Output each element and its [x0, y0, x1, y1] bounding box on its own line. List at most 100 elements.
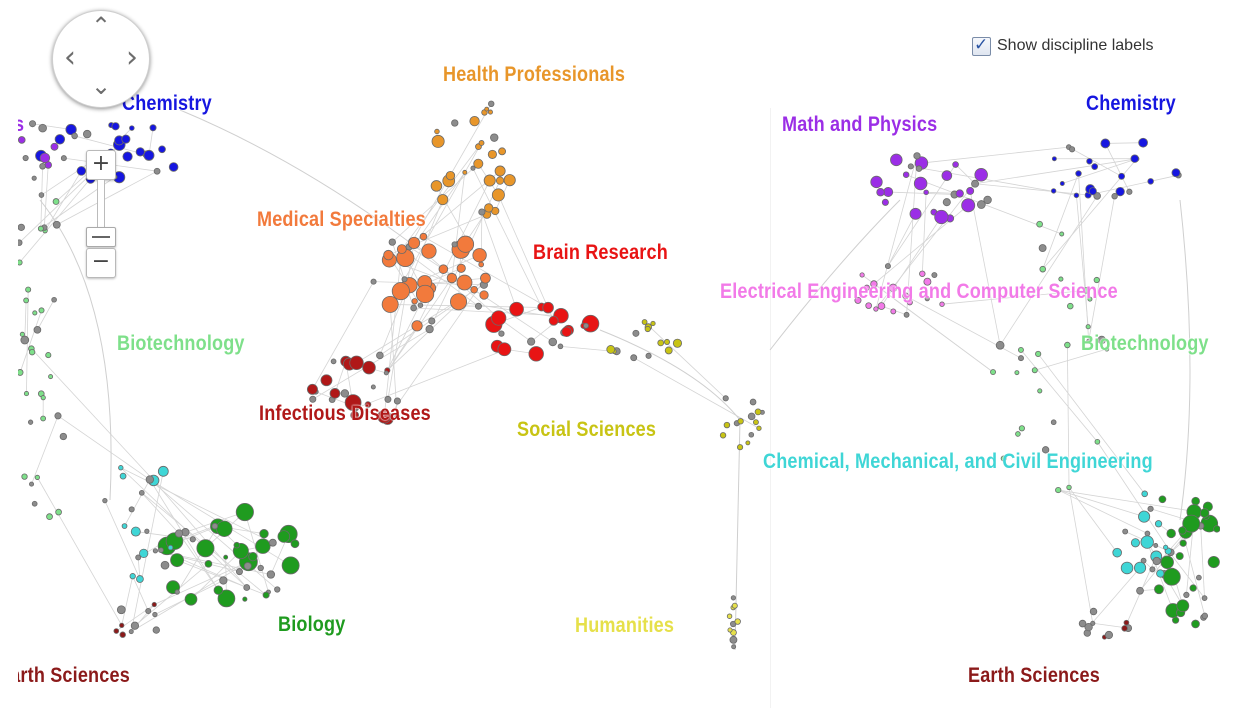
network-node	[111, 122, 120, 131]
network-edge	[1058, 489, 1205, 514]
network-node	[1138, 510, 1151, 523]
network-edge	[1179, 199, 1191, 521]
network-node	[1015, 431, 1021, 437]
network-node	[1078, 619, 1087, 628]
network-node	[1191, 619, 1200, 629]
show-labels-text[interactable]: Show discipline labels	[997, 37, 1154, 54]
network-edge	[389, 304, 398, 417]
network-node	[451, 241, 458, 248]
network-edge	[1068, 487, 1094, 624]
network-edge	[423, 236, 549, 308]
label-chemical-engineering: Chemical, Mechanical, and Civil Engineer…	[763, 450, 1153, 473]
zoom-slider-handle[interactable]	[86, 227, 116, 247]
network-node	[731, 644, 737, 650]
map-clip-left	[0, 0, 18, 710]
network-node	[394, 413, 400, 419]
network-node	[143, 149, 155, 161]
network-node	[1089, 607, 1098, 616]
network-node	[495, 176, 505, 185]
network-node	[548, 337, 558, 347]
network-node	[31, 175, 37, 181]
network-node	[1104, 346, 1110, 352]
network-node	[22, 154, 29, 162]
pan-left-icon[interactable]: ‹	[64, 40, 76, 75]
network-node	[934, 209, 949, 225]
network-node	[370, 384, 376, 390]
network-node	[1083, 287, 1090, 294]
network-node	[189, 536, 196, 543]
network-node	[1163, 567, 1181, 586]
network-edge	[141, 492, 180, 534]
network-node	[396, 244, 407, 255]
network-node	[487, 109, 493, 115]
network-node	[219, 576, 228, 585]
network-node	[158, 145, 166, 154]
zoom-slider-track[interactable]	[97, 180, 105, 230]
network-node	[1152, 556, 1161, 566]
network-node	[1035, 350, 1042, 358]
show-labels-toggle[interactable]: Show discipline labels	[972, 35, 1154, 57]
network-node	[883, 187, 894, 198]
network-node	[383, 249, 394, 261]
network-node	[415, 284, 435, 304]
network-edge	[37, 299, 55, 331]
network-node	[877, 302, 886, 310]
network-node	[320, 374, 333, 387]
network-node	[1144, 530, 1151, 537]
network-node	[498, 147, 507, 156]
network-node	[748, 431, 755, 438]
pan-control[interactable]: ⌃ ⌄ ‹ ›	[52, 10, 150, 108]
network-edge	[154, 561, 249, 605]
network-node	[1039, 265, 1047, 273]
network-edge	[43, 164, 49, 228]
network-edge	[404, 142, 482, 280]
network-node	[919, 270, 926, 277]
network-node	[54, 412, 62, 420]
pan-down-icon[interactable]: ⌄	[90, 72, 112, 100]
science-map-canvas[interactable]	[18, 108, 1220, 708]
network-edge	[1034, 348, 1107, 371]
network-node	[747, 412, 756, 421]
network-node	[119, 472, 127, 480]
network-node	[1147, 505, 1154, 512]
network-edge	[905, 295, 1022, 359]
network-node	[425, 325, 434, 334]
network-edge	[999, 195, 1098, 346]
network-node	[527, 337, 536, 346]
network-node	[881, 198, 889, 206]
label-math-physics-left-fragment: s	[14, 113, 25, 136]
network-node	[1086, 158, 1093, 165]
network-node	[1094, 438, 1101, 445]
pan-up-icon[interactable]: ⌃	[90, 12, 112, 40]
network-node	[873, 306, 879, 312]
network-edge	[179, 109, 421, 251]
zoom-in-button[interactable]: +	[86, 150, 116, 180]
show-labels-checkbox[interactable]	[972, 35, 991, 56]
network-node	[971, 179, 980, 188]
network-node	[1178, 526, 1187, 535]
network-node	[664, 346, 673, 355]
network-node	[941, 170, 953, 181]
network-node	[906, 299, 913, 306]
network-node	[1031, 367, 1038, 374]
network-node	[144, 528, 150, 534]
network-node	[174, 589, 180, 595]
network-node	[438, 264, 449, 274]
network-node	[583, 322, 589, 329]
network-node	[38, 307, 45, 314]
network-node	[130, 526, 141, 537]
network-node	[528, 346, 544, 362]
label-earth-sciences-left: Earth Sciences	[0, 664, 130, 687]
network-node	[923, 277, 932, 286]
pan-right-icon[interactable]: ›	[126, 40, 138, 75]
network-node	[370, 278, 377, 285]
network-node	[259, 529, 269, 539]
network-node	[722, 395, 729, 402]
network-node	[863, 284, 870, 291]
network-node	[470, 285, 478, 294]
label-chemistry-left: Chemistry	[122, 92, 212, 115]
network-node	[1111, 193, 1118, 200]
zoom-out-button[interactable]: −	[86, 248, 116, 278]
network-edge	[1058, 489, 1145, 518]
